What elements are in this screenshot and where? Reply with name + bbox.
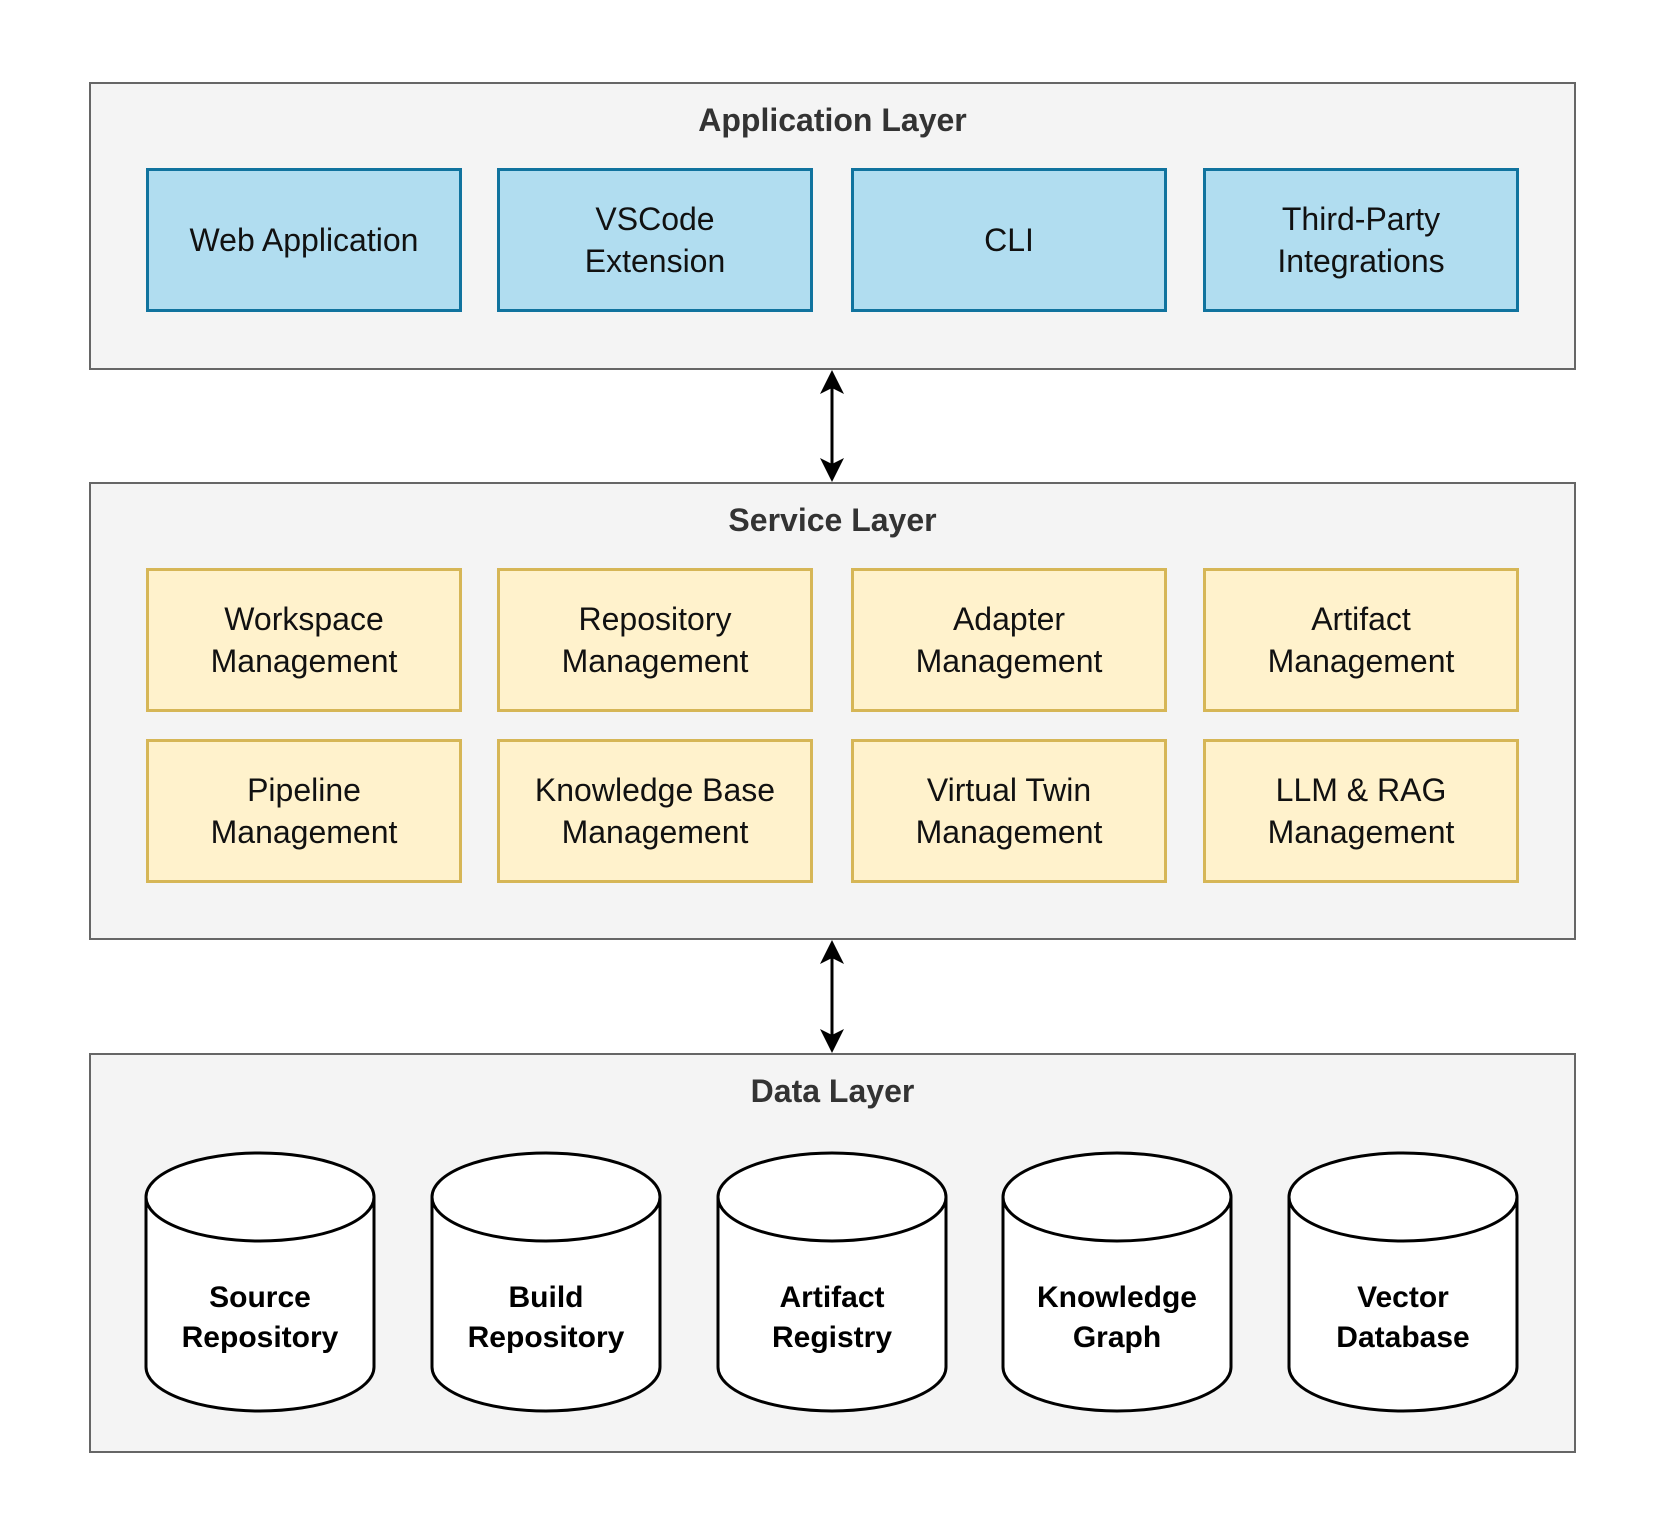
artifact-management-box: Artifact Management [1203,568,1519,712]
build-repository-label-line1: Build [509,1281,584,1314]
knowledge-graph-label-line1: Knowledge [1037,1281,1197,1314]
vector-database-label-line1: Vector [1357,1281,1449,1314]
third-party-integrations-box: Third-Party Integrations [1203,168,1519,312]
source-repository-cylinder: Source Repository [144,1151,376,1413]
adapter-management-box: Adapter Management [851,568,1167,712]
repository-management-box: Repository Management [497,568,813,712]
knowledge-base-management-box: Knowledge Base Management [497,739,813,883]
knowledge-graph-label-line2: Graph [1073,1321,1161,1354]
application-layer-title: Application Layer [698,102,967,138]
artifact-registry-cylinder: Artifact Registry [716,1151,948,1413]
web-application-box: Web Application [146,168,462,312]
data-layer-title: Data Layer [750,1073,915,1109]
vector-database-cylinder: Vector Database [1287,1151,1519,1413]
service-layer-title: Service Layer [728,502,937,538]
build-repository-label-line2: Repository [468,1321,625,1354]
cli-box: CLI [851,168,1167,312]
app-service-connector [820,370,844,482]
virtual-twin-management-box: Virtual Twin Management [851,739,1167,883]
vscode-extension-box: VSCode Extension [497,168,813,312]
knowledge-graph-cylinder: Knowledge Graph [1001,1151,1233,1413]
llm-rag-management-box: LLM & RAG Management [1203,739,1519,883]
build-repository-cylinder: Build Repository [430,1151,662,1413]
source-repository-label-line2: Repository [182,1321,339,1354]
pipeline-management-box: Pipeline Management [146,739,462,883]
vector-database-label-line2: Database [1336,1321,1469,1354]
artifact-registry-label-line2: Registry [772,1321,892,1354]
workspace-management-box: Workspace Management [146,568,462,712]
artifact-registry-label-line1: Artifact [779,1281,884,1314]
source-repository-label-line1: Source [209,1281,311,1314]
service-data-connector [820,940,844,1053]
